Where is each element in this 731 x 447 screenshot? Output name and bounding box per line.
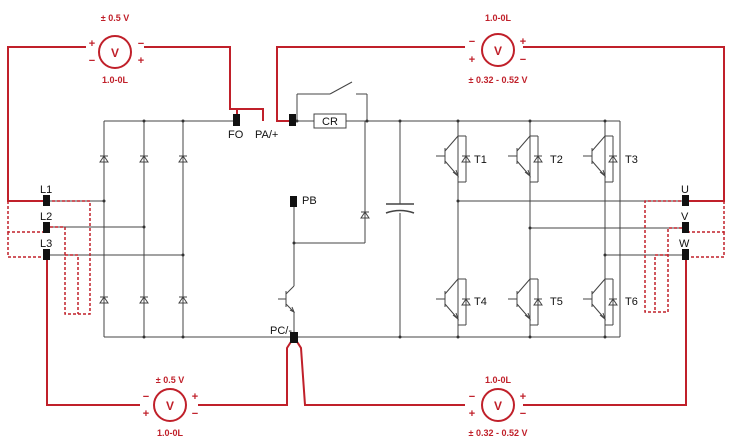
cr-label: CR <box>322 116 338 128</box>
minus-sign: − <box>469 391 475 403</box>
meter-range: ± 0.5 V <box>156 375 184 385</box>
terminal-u: U <box>681 184 689 196</box>
plus-sign: + <box>89 38 95 50</box>
igbt-t1: T1 <box>436 135 487 183</box>
terminal-blocks <box>43 114 689 343</box>
igbt-t2: T2 <box>508 135 563 183</box>
meter-range: ± 0.32 - 0.52 V <box>469 428 528 438</box>
voltmeter-symbol: V <box>111 46 119 60</box>
meter-reading: 1.0-0L <box>157 428 184 438</box>
terminal-pb: PB <box>302 195 317 207</box>
terminal-labels: L1 L2 L3 FO PA/+ PB PC/- U V W <box>40 129 690 337</box>
plus-sign: + <box>469 408 475 420</box>
igbt-t6: T6 <box>583 278 638 326</box>
meter-range: ± 0.32 - 0.52 V <box>469 75 528 85</box>
voltmeter-bottom-left: ± 0.5 V V − + + − 1.0-0L <box>143 375 198 438</box>
minus-sign: − <box>520 408 526 420</box>
brake-transistor <box>278 285 295 314</box>
meter-reading: 1.0-0L <box>485 13 512 23</box>
t6-label: T6 <box>625 296 638 308</box>
t4-label: T4 <box>474 296 487 308</box>
plus-sign: + <box>192 391 198 403</box>
terminal-l1: L1 <box>40 184 52 196</box>
plus-sign: + <box>469 54 475 66</box>
terminal-pa: PA/+ <box>255 129 278 141</box>
terminal-pc: PC/- <box>270 325 292 337</box>
alt-probe-paths <box>7 200 725 315</box>
t2-label: T2 <box>550 154 563 166</box>
minus-sign: − <box>192 408 198 420</box>
meter-reading: 1.0-0L <box>485 375 512 385</box>
terminal-l3: L3 <box>40 238 52 250</box>
igbt-t5: T5 <box>508 278 563 326</box>
minus-sign: − <box>138 38 144 50</box>
voltmeter-symbol: V <box>166 399 174 413</box>
plus-sign: + <box>520 391 526 403</box>
minus-sign: − <box>469 36 475 48</box>
minus-sign: − <box>143 391 149 403</box>
voltmeter-top-left: ± 0.5 V V + − − + 1.0-0L <box>89 13 144 85</box>
igbt-t3: T3 <box>583 135 638 183</box>
voltmeter-symbol: V <box>494 44 502 58</box>
terminal-fo: FO <box>228 129 244 141</box>
igbt-t4: T4 <box>436 278 487 326</box>
meter-range: ± 0.5 V <box>101 13 129 23</box>
t1-label: T1 <box>474 154 487 166</box>
voltmeter-symbol: V <box>494 399 502 413</box>
meter-reading: 1.0-0L <box>102 75 129 85</box>
plus-sign: + <box>520 36 526 48</box>
t3-label: T3 <box>625 154 638 166</box>
terminal-v: V <box>681 211 689 223</box>
voltmeter-top-right: 1.0-0L V − + + − ± 0.32 - 0.52 V <box>469 13 528 85</box>
minus-sign: − <box>89 55 95 67</box>
probe-leads <box>7 46 725 406</box>
terminal-w: W <box>679 238 690 250</box>
plus-sign: + <box>138 55 144 67</box>
plus-sign: + <box>143 408 149 420</box>
cr-resistor: CR <box>313 113 347 129</box>
t5-label: T5 <box>550 296 563 308</box>
circuit-wiring <box>47 81 686 339</box>
terminal-l2: L2 <box>40 211 52 223</box>
minus-sign: − <box>520 54 526 66</box>
voltmeter-bottom-right: 1.0-0L V − + + − ± 0.32 - 0.52 V <box>469 375 528 438</box>
